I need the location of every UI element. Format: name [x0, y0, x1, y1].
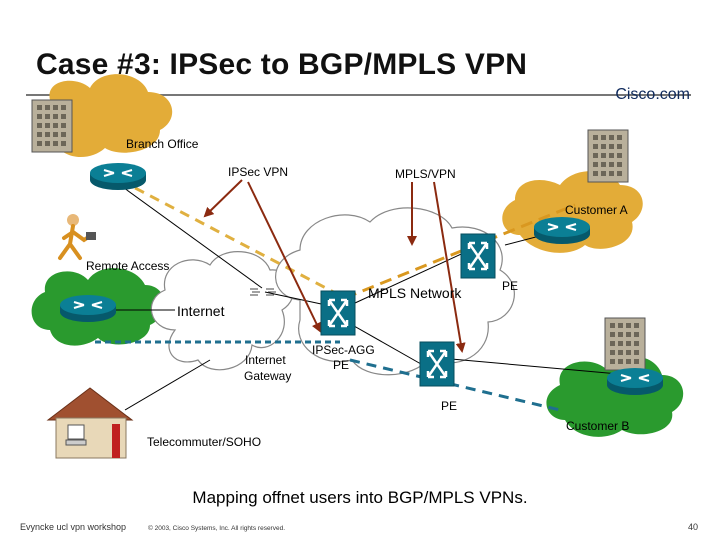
internet-gateway-label-line2: Gateway	[244, 369, 291, 383]
remote-access-label: Remote Access	[86, 259, 169, 273]
branch-office-building-icon	[31, 99, 73, 153]
mpls-vpn-label: MPLS/VPN	[395, 167, 456, 181]
ipsec-vpn-label: IPSec VPN	[228, 165, 288, 179]
pe-switch-top-icon	[459, 232, 497, 280]
customer-b-router-icon	[606, 367, 664, 396]
branch-office-label: Branch Office	[126, 137, 199, 151]
customer-a-dashed-link	[344, 203, 576, 300]
ipsec-agg-label-line2: PE	[333, 358, 349, 372]
internet-gateway-label-line1: Internet	[245, 353, 286, 367]
customer-b-dashed-link	[349, 358, 561, 412]
remote-access-router-icon	[59, 294, 117, 323]
branch-to-core-dashed-link	[119, 178, 346, 300]
mpls-network-label: MPLS Network	[368, 285, 462, 301]
ipsec-vpn-arrow-1	[203, 179, 243, 218]
customer-a-label: Customer A	[565, 203, 628, 217]
customer-a-router-icon	[533, 216, 591, 245]
footer-workshop: Evyncke ucl vpn workshop	[20, 522, 127, 532]
internet-gateway-firewall-icon	[250, 288, 276, 296]
internet-label: Internet	[177, 303, 225, 319]
title-divider	[26, 94, 691, 96]
customer-a-building-icon	[587, 129, 629, 183]
pe-switch-bottom-icon	[418, 340, 456, 388]
ipsec-agg-label-line1: IPSec-AGG	[312, 343, 375, 357]
page-number: 40	[687, 522, 698, 532]
home-office-house-icon	[46, 387, 134, 459]
remote-user-person-icon	[58, 214, 96, 260]
pe-bottom-label: PE	[441, 399, 457, 413]
footer-copyright: © 2003, Cisco Systems, Inc. All rights r…	[148, 525, 286, 532]
pe-top-label: PE	[502, 279, 518, 293]
ipsec-vpn-arrow-2	[247, 181, 322, 333]
slide-caption: Mapping offnet users into BGP/MPLS VPNs.	[192, 488, 528, 507]
cisco-logo: Cisco.com	[615, 86, 690, 103]
mpls-vpn-arrow-2	[433, 181, 466, 353]
customer-b-building-icon	[604, 317, 646, 371]
customer-b-label: Customer B	[566, 419, 629, 433]
topology-links	[90, 184, 631, 411]
telecommuter-label: Telecommuter/SOHO	[147, 435, 261, 449]
ipsec-agg-pe-switch-icon	[319, 289, 357, 337]
branch-office-router-icon	[89, 162, 147, 191]
